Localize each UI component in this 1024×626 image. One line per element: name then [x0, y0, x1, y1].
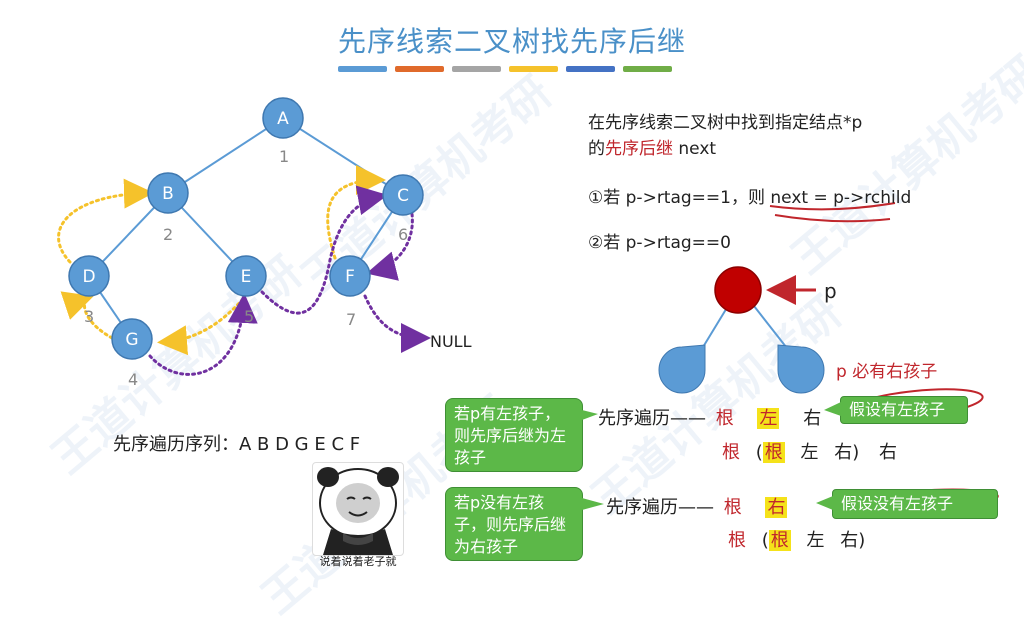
right-token: 右: [765, 497, 788, 518]
paren-open: (: [761, 530, 769, 551]
thread-C-to-F: [366, 212, 414, 281]
thread-G-to-E: [148, 293, 258, 376]
thread-F-to-C: [326, 165, 386, 260]
preorder-successor-term: 先序后继: [605, 139, 673, 159]
callout-has-left-child: 若p有左孩子，则先序后继为左孩子: [445, 398, 583, 472]
right-token: 右): [840, 530, 866, 551]
tree-node-order: 3: [84, 307, 94, 326]
title-color-bar: [395, 66, 444, 72]
threaded-tree-diagram: A 1B 2 C 6D 3 E 5 F 7G 4 NULL p: [57, 97, 999, 516]
title-color-bar: [566, 66, 615, 72]
description-prefix: 的: [588, 139, 605, 159]
tree-node-order: 2: [163, 225, 173, 244]
tree-node-order: 6: [398, 225, 408, 244]
callout-pointers: [582, 402, 841, 510]
callout-no-left-child: 若p没有左孩子，则先序后继为右孩子: [445, 487, 583, 561]
right-child-node: [777, 344, 825, 394]
panda-meme-image: [312, 462, 404, 556]
traversal-row-1: 先序遍历—— 根 左 右: [598, 404, 821, 430]
traversal-row-1b: 根 (根 左 右) 右: [722, 438, 897, 464]
null-label: NULL: [430, 332, 472, 351]
tree-node-B: [147, 172, 189, 214]
left-token: 左: [806, 530, 825, 551]
subroot-token: 根: [762, 442, 785, 463]
case1-prefix: ①若 p->rtag==1，则: [588, 188, 771, 208]
tree-node-order: 5: [244, 307, 254, 326]
traversal-label: 先序遍历——: [606, 497, 714, 518]
title-color-bars: [338, 66, 672, 72]
tree-node-A: [262, 97, 304, 139]
traversal-row-2b: 根 (根 左 右): [728, 526, 865, 552]
left-token: 左: [757, 408, 780, 429]
must-have-right-child: p 必有右孩子: [836, 362, 938, 382]
description-line2: 的先序后继 next: [588, 134, 716, 159]
tree-node-label: E: [241, 267, 252, 287]
tree-node-C: [382, 174, 424, 216]
diagram-edge-right: [753, 305, 791, 353]
callout-pointer: [824, 402, 841, 416]
tree-node-label: G: [125, 330, 138, 350]
left-child-node: [658, 344, 706, 394]
tree-node-label: B: [162, 184, 174, 204]
meme-caption: 说着说着老子就: [319, 555, 397, 568]
callout-pointer: [582, 410, 598, 420]
tree-node-E: [225, 255, 267, 297]
p-node: [714, 266, 762, 314]
tree-node-order: 4: [128, 370, 138, 389]
root-token: 根: [722, 442, 740, 463]
tree-node-label: C: [397, 186, 409, 206]
paren-open: (: [755, 442, 763, 463]
thread-G-to-D: [60, 291, 114, 340]
diagram-edge-left: [699, 305, 729, 353]
traversal-row-2: 先序遍历—— 根 右: [606, 493, 788, 519]
tree-edge-A-B: [167, 117, 284, 194]
preorder-sequence: 先序遍历序列：A B D G E C F: [113, 434, 361, 455]
tree-node-G: [111, 318, 153, 360]
right-token: 右: [879, 442, 897, 463]
right-token: 右: [803, 408, 822, 429]
title-color-bar: [338, 66, 387, 72]
root-token: 根: [728, 530, 746, 551]
p-label: p: [824, 279, 837, 303]
thread-E-to-C: [260, 185, 388, 315]
tree-node-D: [68, 255, 110, 297]
callout-assume-no-left: 假设没有左孩子: [832, 489, 998, 519]
tree-node-order: 1: [279, 147, 289, 166]
title-color-bar: [509, 66, 558, 72]
callout-pointer: [816, 496, 833, 510]
tree-node-order: 7: [346, 310, 356, 329]
page-title: 先序线索二叉树找先序后继: [337, 25, 686, 58]
root-token: 根: [723, 497, 742, 518]
tree-node-label: D: [82, 267, 95, 287]
thread-D-to-B: [57, 178, 154, 264]
description-next: next: [673, 139, 717, 159]
callout-pointer: [582, 498, 604, 510]
thread-F-to-NULL: [363, 294, 431, 353]
tree-node-F: [329, 255, 371, 297]
underline-scribble: [769, 202, 896, 223]
right-token: 右): [834, 442, 860, 463]
tree-node-label: F: [345, 267, 355, 287]
case2-text: ②若 p->rtag==0: [588, 233, 731, 253]
case1-text: ①若 p->rtag==1，则 next = p->rchild: [588, 183, 911, 208]
case1-expression: next = p->rchild: [770, 188, 912, 208]
root-token: 根: [715, 408, 734, 429]
title-color-bar: [452, 66, 501, 72]
title-color-bar: [623, 66, 672, 72]
left-token: 左: [800, 442, 819, 463]
description-line1: 在先序线索二叉树中找到指定结点*p: [588, 113, 863, 133]
subroot-token: 根: [768, 530, 791, 551]
tree-node-label: A: [277, 109, 289, 129]
traversal-label: 先序遍历——: [598, 408, 706, 429]
